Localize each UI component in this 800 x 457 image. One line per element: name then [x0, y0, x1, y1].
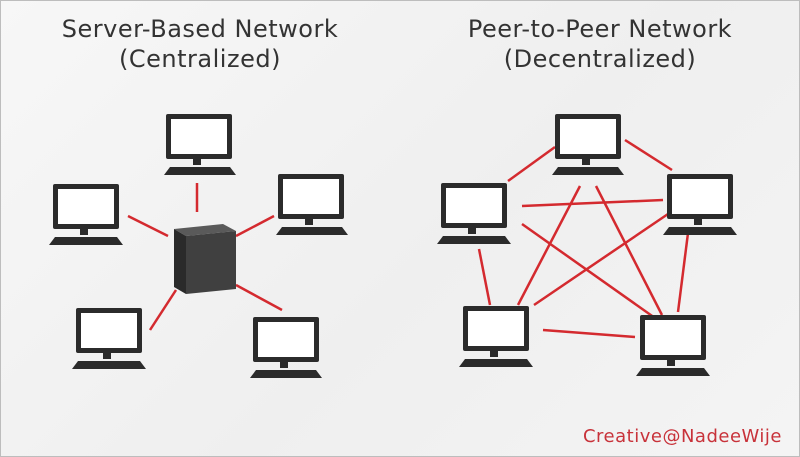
keyboard-icon — [437, 236, 511, 244]
keyboard-icon — [72, 361, 146, 369]
link-server-bottom-left — [148, 289, 178, 331]
link-server-bottom-right — [235, 283, 283, 312]
p2p-subtitle: (Decentralized) — [503, 45, 697, 73]
peer-monitor-left — [437, 183, 511, 244]
peer-monitor-bottom-left — [459, 306, 533, 367]
link-p1-p3 — [521, 198, 664, 208]
keyboard-icon — [164, 167, 236, 175]
client-monitor-top — [164, 114, 236, 175]
client-monitor-left — [49, 184, 123, 245]
peer-monitor-bottom-right — [636, 315, 710, 376]
keyboard-icon — [636, 368, 710, 376]
link-p1-p5 — [521, 222, 656, 320]
peer-monitor-right — [663, 174, 737, 235]
p2p-title: Peer-to-Peer Network (Decentralized) — [420, 14, 780, 74]
client-monitor-bottom-right — [250, 317, 322, 378]
link-server-left — [127, 214, 169, 238]
server-based-title: Server-Based Network (Centralized) — [20, 14, 380, 74]
keyboard-icon — [49, 237, 123, 245]
peer-monitor-top — [552, 114, 624, 175]
link-p2-p4 — [516, 185, 582, 306]
link-p3-p5 — [676, 232, 690, 313]
keyboard-icon — [250, 370, 322, 378]
peer-links — [477, 138, 690, 339]
server-links — [127, 183, 283, 331]
credit-watermark: Creative@NadeeWije — [582, 426, 782, 447]
keyboard-icon — [663, 227, 737, 235]
link-p3-p4 — [533, 212, 669, 307]
keyboard-icon — [276, 227, 348, 235]
keyboard-icon — [459, 359, 533, 367]
p2p-heading: Peer-to-Peer Network — [467, 15, 733, 43]
client-monitor-bottom-left — [72, 308, 146, 369]
link-p4-p5 — [542, 328, 636, 339]
link-server-right — [235, 214, 275, 238]
link-p1-p2 — [507, 145, 556, 183]
client-monitor-right — [276, 174, 348, 235]
link-p2-p3 — [624, 138, 673, 172]
keyboard-icon — [552, 167, 624, 175]
link-p1-p4 — [477, 248, 492, 306]
link-p2-p5 — [594, 185, 664, 316]
server-based-subtitle: (Centralized) — [119, 45, 281, 73]
server-based-heading: Server-Based Network — [61, 15, 339, 43]
server-icon — [174, 224, 236, 294]
